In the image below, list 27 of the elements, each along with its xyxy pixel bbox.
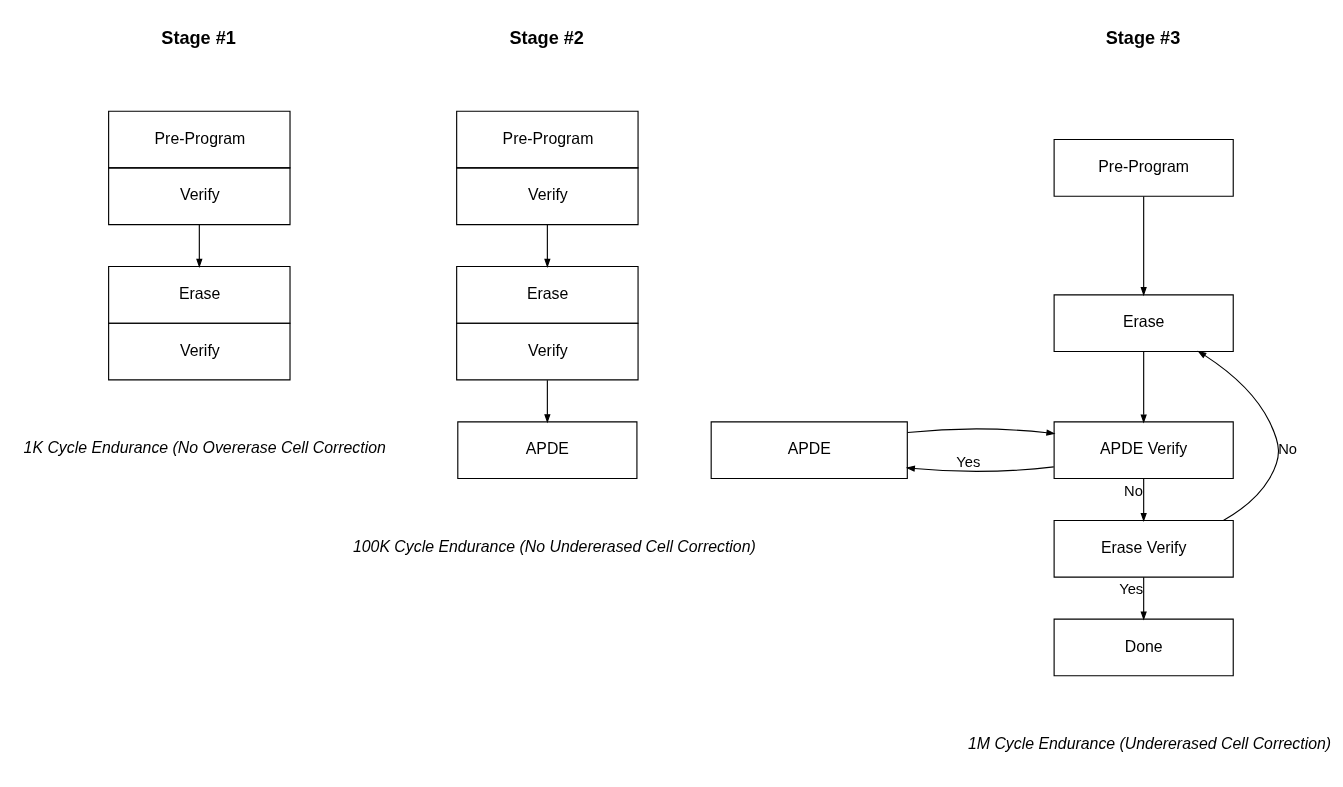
arrow — [1140, 351, 1147, 424]
edge-label: Yes — [1119, 581, 1144, 598]
label: 100K Cycle Endurance (No Undererased Cell Correction) — [352, 537, 756, 555]
arrow — [196, 224, 203, 268]
label: 1K Cycle Endurance (No Overerase Cell Correction — [23, 439, 386, 457]
node-box: Erase Verify — [1053, 519, 1234, 578]
arrow — [1197, 350, 1280, 521]
node-box: APDE — [457, 421, 638, 480]
node-box: Pre-Program — [1053, 139, 1234, 197]
node-box: APDE Verify — [1053, 421, 1234, 480]
label: Stage #2 — [509, 28, 584, 49]
arrow — [544, 224, 551, 268]
edge-label: Yes — [956, 454, 981, 471]
arrow — [1140, 195, 1147, 297]
arrow — [906, 428, 1056, 436]
node-box: Erase — [1053, 294, 1234, 353]
node-box: Done — [1053, 618, 1234, 677]
arrow — [544, 379, 551, 424]
edge-label: No — [1124, 482, 1143, 499]
label: 1M Cycle Endurance (Undererased Cell Correction) — [967, 735, 1332, 753]
label: Stage #1 — [161, 28, 236, 49]
arrow — [905, 465, 1055, 472]
node-box: APDE — [710, 421, 908, 480]
label: Stage #3 — [1105, 28, 1181, 49]
edge-label: No — [1278, 441, 1298, 458]
arrow — [1140, 478, 1147, 522]
arrow — [1140, 576, 1147, 621]
